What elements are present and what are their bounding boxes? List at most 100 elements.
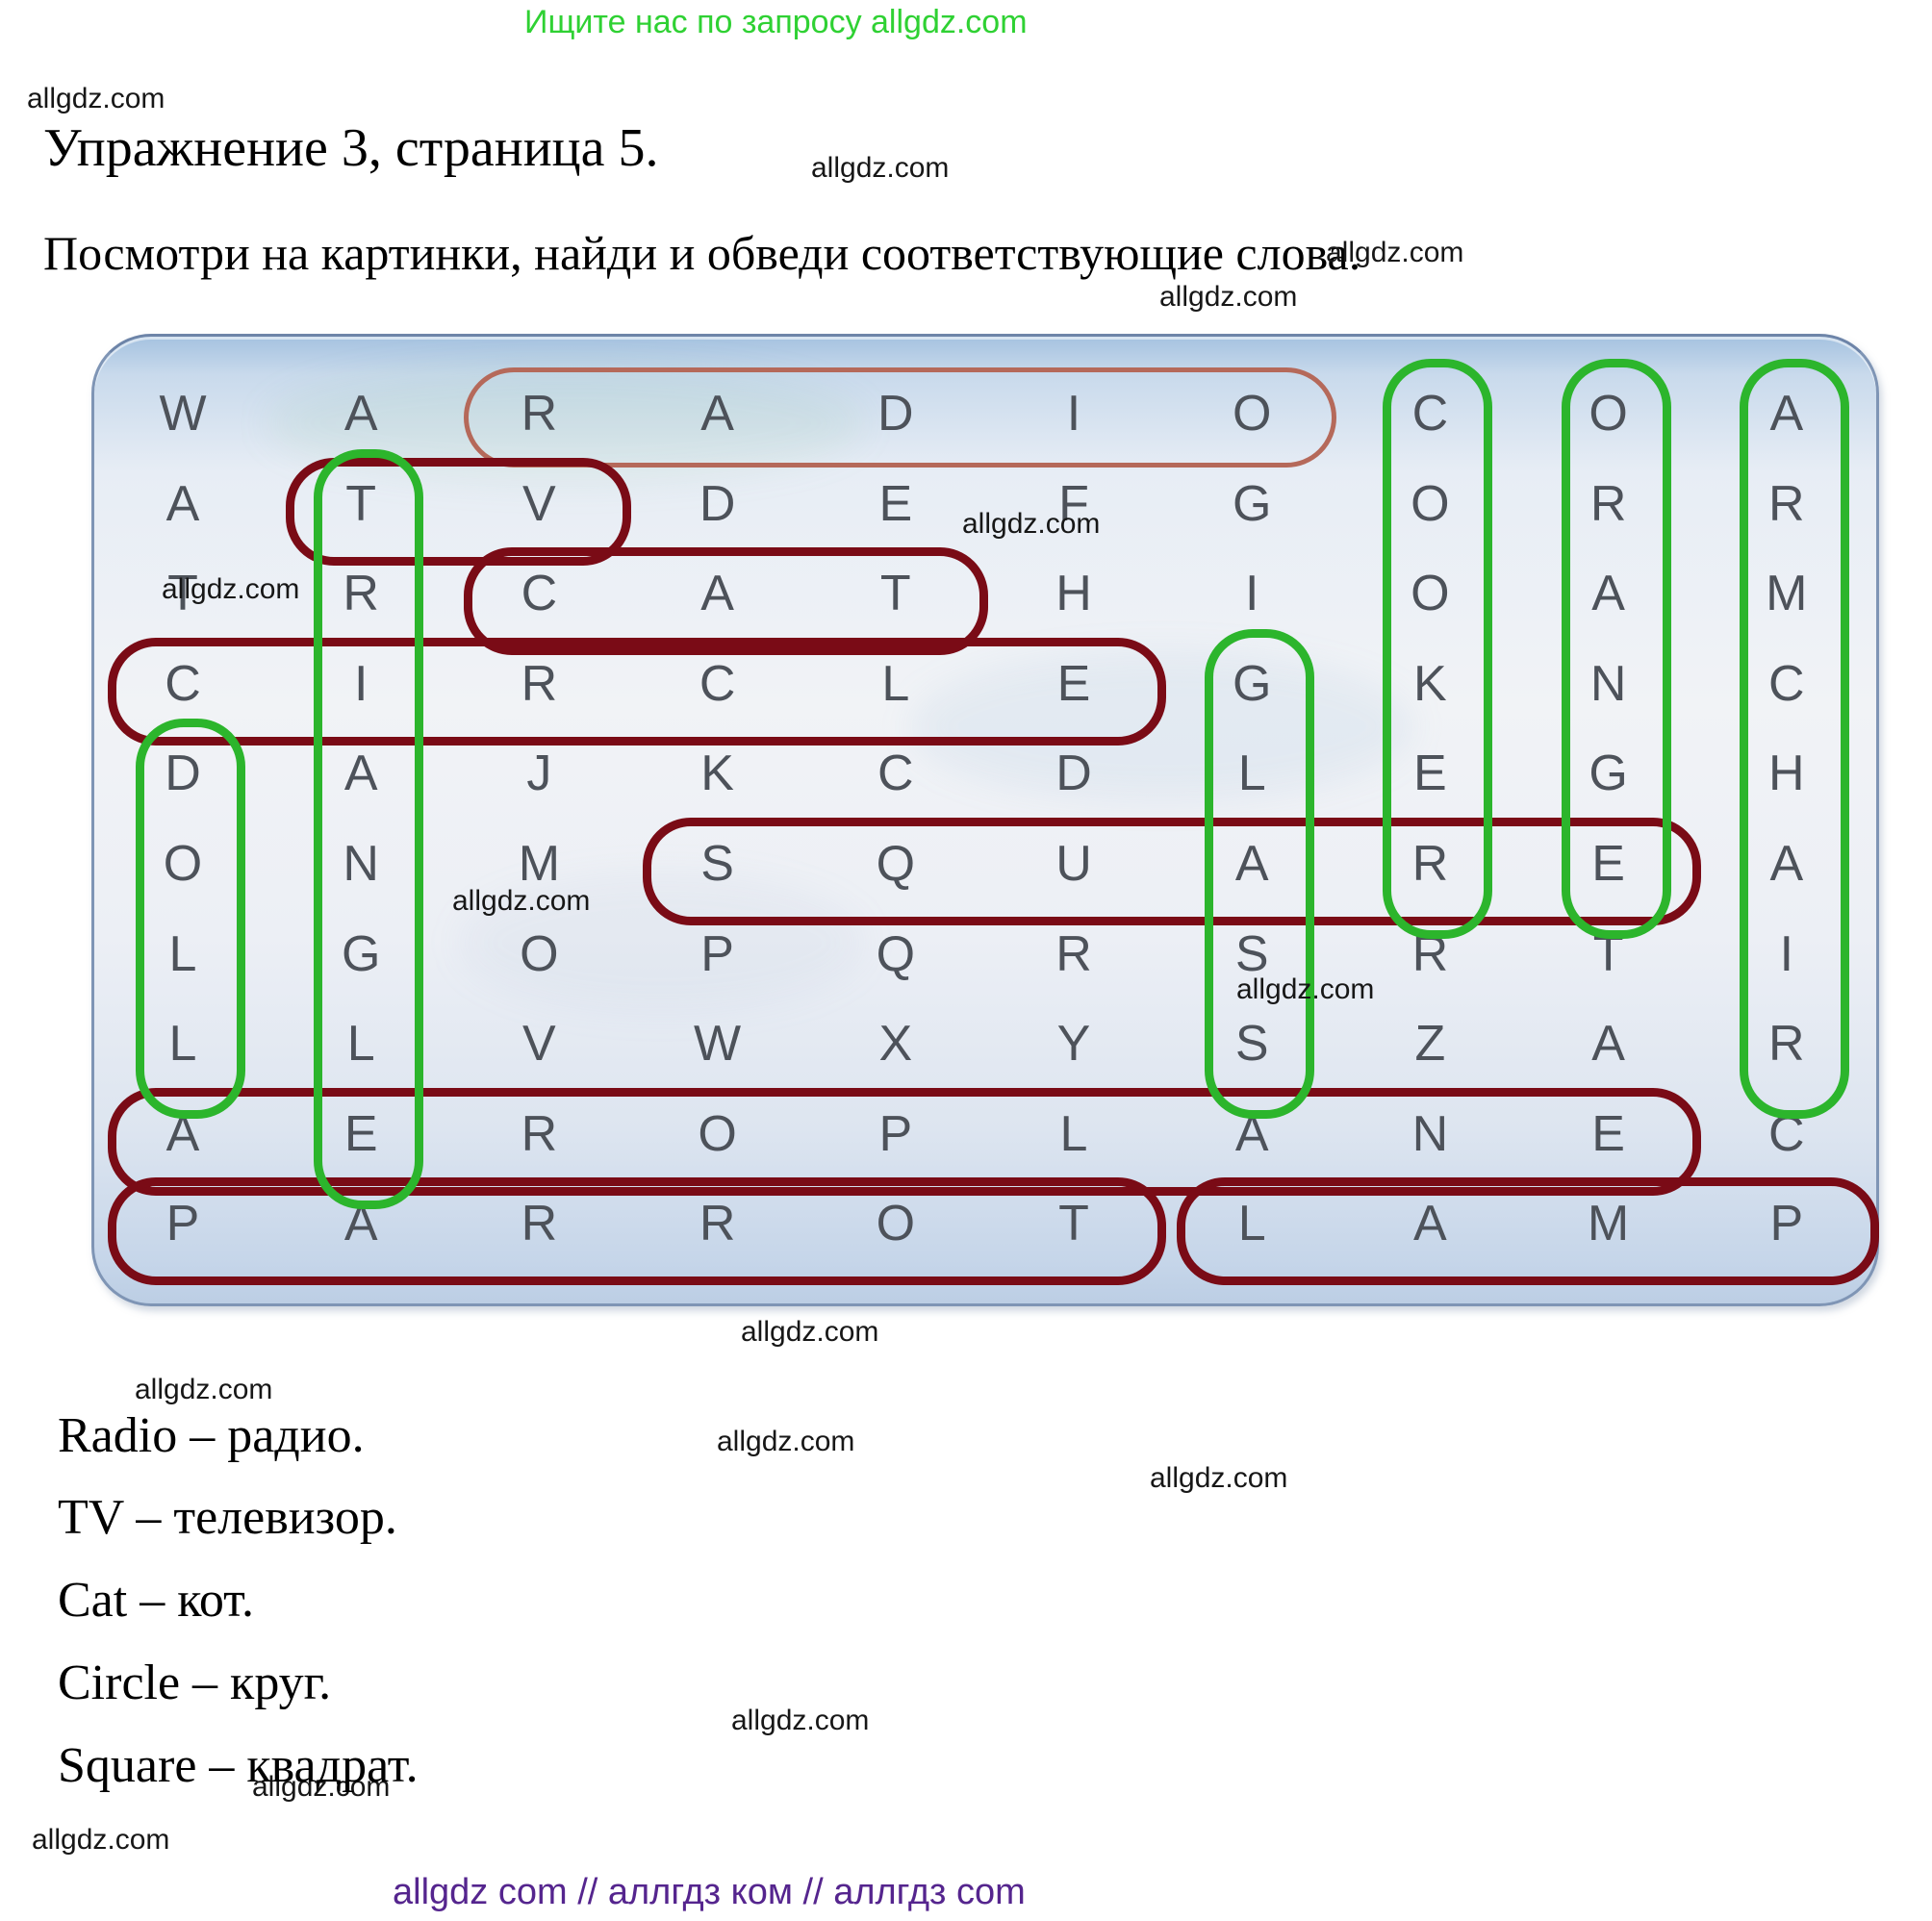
grid-letter: C <box>699 655 736 712</box>
grid-letter: O <box>1232 386 1272 442</box>
watermark: allgdz.com <box>252 1771 391 1803</box>
grid-letter: F <box>1058 475 1089 532</box>
grid-letter: S <box>700 836 734 892</box>
grid-letter: C <box>877 746 914 802</box>
grid-letter: L <box>1237 746 1266 802</box>
watermark: allgdz.com <box>162 573 300 605</box>
word-circle-cooker <box>1383 359 1493 939</box>
grid-letter: W <box>694 1016 742 1073</box>
footer-domains: allgdz com // аллгдз ком // аллгдз com <box>393 1872 1026 1912</box>
word-circle-circle <box>108 637 1166 746</box>
grid-letter: I <box>1244 566 1259 622</box>
grid-letter: G <box>1589 746 1628 802</box>
grid-letter: T <box>1058 1196 1089 1252</box>
grid-letter: R <box>1589 475 1627 532</box>
grid-letter: E <box>1056 655 1091 712</box>
grid-letter: A <box>343 746 378 802</box>
grid-letter: W <box>159 386 207 442</box>
grid-letter: M <box>1766 566 1808 622</box>
task-instruction: Посмотри на картинки, найди и обведи соо… <box>43 226 1361 280</box>
grid-letter: R <box>1411 836 1449 892</box>
grid-letter: A <box>1413 1196 1447 1252</box>
grid-letter: T <box>879 566 911 622</box>
word-circle-doll <box>136 719 245 1120</box>
grid-letter: L <box>346 1016 375 1073</box>
grid-letter: A <box>700 386 734 442</box>
word-circle-square <box>642 818 1701 925</box>
watermark: allgdz.com <box>811 152 950 184</box>
grid-letter: K <box>700 746 734 802</box>
grid-letter: L <box>168 925 197 982</box>
grid-letter: O <box>1411 475 1450 532</box>
grid-letter: I <box>1066 386 1081 442</box>
word-circle-cat <box>464 547 988 656</box>
grid-letter: P <box>878 1105 913 1162</box>
vocab-line: Cat – кот. <box>58 1573 254 1628</box>
grid-letter: D <box>877 386 914 442</box>
grid-letter: Y <box>1056 1016 1091 1073</box>
word-circle-aeroplane <box>108 1087 1701 1196</box>
grid-letter: O <box>1411 566 1450 622</box>
grid-letter: A <box>1769 836 1804 892</box>
grid-letter: Z <box>1414 1016 1446 1073</box>
grid-letter: V <box>522 475 556 532</box>
word-circle-orange <box>1561 359 1671 939</box>
grid-letter: R <box>1768 1016 1805 1073</box>
grid-letter: C <box>521 566 558 622</box>
grid-letter: A <box>1591 566 1625 622</box>
grid-letter: D <box>699 475 736 532</box>
watermark: allgdz.com <box>1236 973 1375 1005</box>
grid-letter: M <box>518 836 561 892</box>
grid-letter: G <box>1232 475 1272 532</box>
grid-letter: S <box>1234 1016 1269 1073</box>
grid-letter: E <box>1413 746 1447 802</box>
grid-letter: N <box>343 836 379 892</box>
watermark: allgdz.com <box>1150 1462 1288 1494</box>
grid-letter: M <box>1587 1196 1630 1252</box>
grid-letter: R <box>1055 925 1092 982</box>
word-circle-triangle <box>314 448 424 1209</box>
vocab-line: Square – квадрат. <box>58 1738 419 1793</box>
grid-letter: E <box>1591 1105 1625 1162</box>
grid-letter: N <box>1411 1105 1449 1162</box>
word-circle-radio <box>464 367 1337 468</box>
page-title: Упражнение 3, страница 5. <box>43 118 659 178</box>
grid-letter: Q <box>876 836 916 892</box>
grid-letter: J <box>526 746 552 802</box>
watermark: allgdz.com <box>1326 237 1464 268</box>
grid-letter: R <box>1768 475 1805 532</box>
grid-letter: P <box>1769 1196 1804 1252</box>
grid-letter: O <box>520 925 559 982</box>
grid-letter: S <box>1234 925 1269 982</box>
watermark: allgdz.com <box>452 885 591 917</box>
grid-letter: L <box>1237 1196 1266 1252</box>
promo-banner: Ищите нас по запросу allgdz.com <box>524 4 1028 40</box>
grid-letter: I <box>353 655 369 712</box>
grid-letter: R <box>521 1105 558 1162</box>
grid-letter: P <box>165 1196 200 1252</box>
watermark: allgdz.com <box>962 508 1101 540</box>
grid-letter: V <box>522 1016 556 1073</box>
watermark: allgdz.com <box>741 1316 879 1348</box>
grid-letter: L <box>168 1016 197 1073</box>
grid-letter: K <box>1413 655 1447 712</box>
grid-letter: C <box>165 655 201 712</box>
grid-letter: Q <box>876 925 916 982</box>
grid-letter: I <box>1779 925 1794 982</box>
watermark: allgdz.com <box>717 1426 855 1457</box>
grid-letter: C <box>1768 655 1805 712</box>
grid-letter: O <box>163 836 203 892</box>
grid-letter: H <box>1055 566 1092 622</box>
grid-letter: H <box>1768 746 1805 802</box>
grid-letter: R <box>521 655 558 712</box>
grid-letter: L <box>881 655 910 712</box>
vocab-line: Circle – круг. <box>58 1656 332 1710</box>
grid-letter: R <box>521 1196 558 1252</box>
vocab-line: TV – телевизор. <box>58 1490 397 1545</box>
grid-letter: L <box>1059 1105 1088 1162</box>
grid-letter: R <box>699 1196 736 1252</box>
grid-letter: E <box>343 1105 378 1162</box>
grid-letter: A <box>1591 1016 1625 1073</box>
grid-letter: O <box>698 1105 737 1162</box>
